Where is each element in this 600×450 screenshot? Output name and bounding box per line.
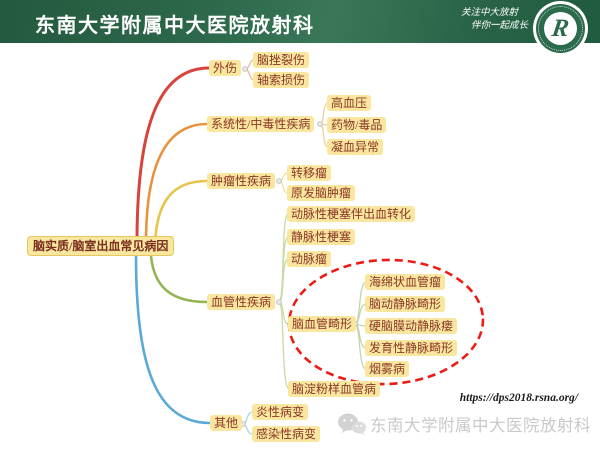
node-developmental-venous-anomaly: 发育性静脉畸形 bbox=[365, 340, 458, 356]
curve-other bbox=[134, 254, 212, 425]
node-coagulopathy: 凝血异常 bbox=[327, 139, 384, 155]
node-hypertension: 高血压 bbox=[327, 95, 372, 111]
slogan-line-2: 伴你一起成长 bbox=[470, 21, 528, 31]
wechat-icon bbox=[338, 413, 366, 435]
node-other: 其他 bbox=[210, 415, 243, 431]
junction-vascular bbox=[276, 299, 282, 305]
node-primary-brain-tumor: 原发脑肿瘤 bbox=[287, 185, 356, 201]
curve-systemic-toxic bbox=[144, 122, 209, 245]
node-metastasis: 转移瘤 bbox=[287, 165, 332, 181]
node-arterial-infarct-hemorrhagic-transformation: 动脉性梗塞伴出血转化 bbox=[287, 206, 416, 222]
header-slogan: 关注中大放射 伴你一起成长 bbox=[461, 7, 528, 33]
url-text: https://dps2018.rsna.org/ bbox=[459, 392, 578, 404]
junction-neoplastic bbox=[276, 178, 282, 184]
curve-trauma bbox=[135, 66, 211, 245]
logo-letter: R bbox=[550, 14, 571, 42]
connector-amyloid bbox=[278, 301, 290, 390]
node-venous-infarct: 静脉性梗塞 bbox=[287, 229, 356, 245]
node-neoplastic: 肿瘤性疾病 bbox=[207, 173, 276, 189]
node-vascular: 血管性疾病 bbox=[207, 294, 276, 310]
slide-title: 东南大学附属中大医院放射科 bbox=[35, 15, 315, 37]
node-contusion-laceration: 脑挫裂伤 bbox=[253, 52, 310, 68]
node-infectious-lesion: 感染性病变 bbox=[252, 426, 321, 442]
node-dural-avf: 硬脑膜动静脉瘘 bbox=[365, 318, 458, 334]
node-drugs-toxins: 药物/毒品 bbox=[327, 117, 387, 133]
logo-inner-circle: R bbox=[544, 12, 577, 45]
curve-vascular bbox=[149, 254, 209, 304]
hospital-logo: R bbox=[533, 1, 588, 56]
node-inflammatory-lesion: 炎性病变 bbox=[252, 404, 309, 420]
header-bar: 东南大学附属中大医院放射科 关注中大放射 伴你一起成长 bbox=[0, 0, 600, 43]
footer-wechat-label: 东南大学附属中大医院放射科 bbox=[370, 416, 591, 435]
node-systemic-toxic: 系统性/中毒性疾病 bbox=[207, 116, 315, 132]
curve-neoplastic bbox=[153, 179, 209, 245]
junction-trauma bbox=[242, 66, 248, 72]
node-moyamoya: 烟雾病 bbox=[365, 361, 410, 377]
node-brain-avm: 脑动静脉畸形 bbox=[365, 296, 446, 312]
logo-ring: R bbox=[536, 4, 585, 53]
node-cerebral-vascular-malformation: 脑血管畸形 bbox=[288, 316, 357, 332]
node-trauma: 外伤 bbox=[209, 60, 242, 76]
node-cavernoma: 海绵状血管瘤 bbox=[365, 274, 446, 290]
junction-systemic bbox=[317, 121, 323, 127]
node-aneurysm: 动脉瘤 bbox=[287, 251, 332, 267]
node-cerebral-amyloid-angiopathy: 脑淀粉样血管病 bbox=[288, 381, 381, 397]
node-root: 脑实质/脑室出血常见病因 bbox=[27, 236, 175, 256]
node-axonal-injury: 轴索损伤 bbox=[253, 72, 310, 88]
slogan-line-1: 关注中大放射 bbox=[460, 8, 518, 18]
